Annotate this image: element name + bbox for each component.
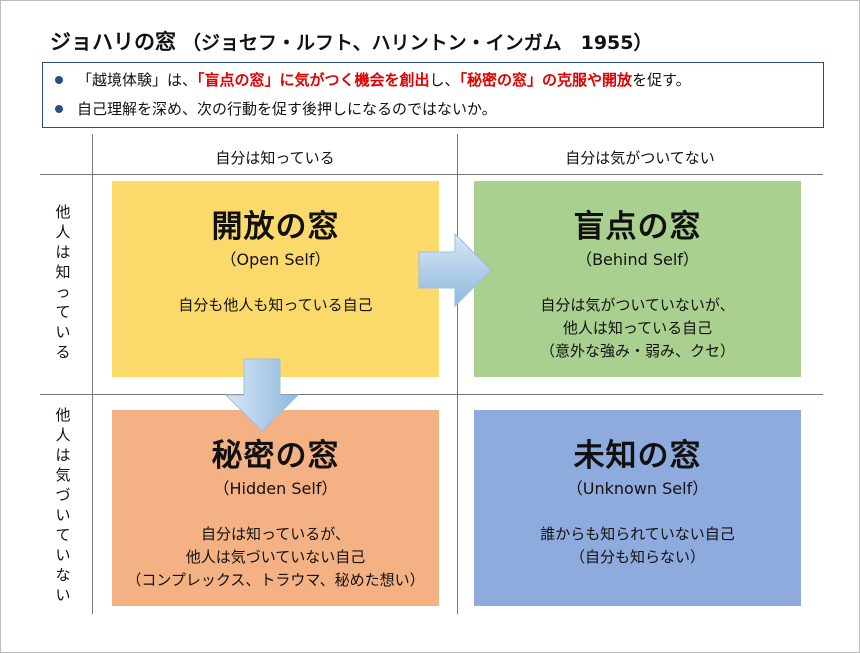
row-header-char: な	[55, 566, 71, 584]
row-header-char: 人	[55, 223, 71, 241]
title-main: ジョハリの窓	[50, 30, 176, 54]
row-header-char: い	[55, 323, 71, 341]
quadrant-hidden-self: 秘密の窓 （Hidden Self） 自分は知っているが、 他人は気づいていない…	[112, 410, 439, 606]
row-header-char: は	[55, 446, 71, 464]
bullet-1-highlight-blind: 「盲点の窓」に気がつく機会を創出	[197, 71, 430, 89]
column-header-self-known: 自分は知っている	[215, 149, 335, 167]
bullet-dot-icon	[55, 104, 63, 113]
description-line: 自分は知っているが、	[201, 525, 350, 543]
description-line: 自分も他人も知っている自己	[178, 296, 373, 314]
quadrant-title: 開放の窓	[211, 209, 340, 245]
row-header-char: 他	[55, 406, 71, 424]
slide-title: ジョハリの窓 （ジョセフ・ルフト、ハリントン・インガム 1955）	[50, 26, 653, 56]
quadrant-description: 誰からも知られていない自己 （自分も知らない）	[474, 523, 801, 569]
arrow-right-icon	[418, 232, 492, 308]
row-header-char: い	[55, 546, 71, 564]
row-header-char: は	[55, 243, 71, 261]
row-header-char: っ	[55, 283, 71, 301]
row-header-char: い	[55, 586, 71, 604]
summary-box: 「越境体験」は、「盲点の窓」に気がつく機会を創出し、「秘密の窓」の克服や開放を促…	[42, 62, 824, 128]
quadrant-unknown-self: 未知の窓 （Unknown Self） 誰からも知られていない自己 （自分も知ら…	[474, 410, 801, 606]
grid-line-middle	[457, 134, 458, 614]
quadrant-blind-self: 盲点の窓 （Behind Self） 自分は気がついていないが、 他人は知ってい…	[474, 181, 801, 377]
bullet-1-part-1: 「越境体験」は、	[77, 71, 198, 89]
quadrant-description: 自分は知っているが、 他人は気づいていない自己 （コンプレックス、トラウマ、秘め…	[112, 523, 439, 592]
bullet-2: 自己理解を深め、次の行動を促す後押しになるのではないか。	[55, 98, 497, 119]
row-header-char: て	[55, 303, 71, 321]
description-line: 誰からも知られていない自己	[540, 525, 735, 543]
description-line: 自分は気がついていないが、	[540, 296, 735, 314]
quadrant-description: 自分も他人も知っている自己	[112, 294, 439, 317]
description-line: （コンプレックス、トラウマ、秘めた想い）	[126, 571, 425, 589]
quadrant-description: 自分は気がついていないが、 他人は知っている自己 （意外な強み・弱み、クセ）	[474, 294, 801, 363]
quadrant-subtitle: （Open Self）	[220, 250, 331, 269]
row-header-char: づ	[55, 486, 71, 504]
bullet-1-highlight-hidden: 「秘密の窓」の克服や開放	[459, 71, 633, 89]
row-header-char: 他	[55, 203, 71, 221]
row-header-char: る	[55, 343, 71, 361]
row-header-char: 人	[55, 426, 71, 444]
title-sub: （ジョセフ・ルフト、ハリントン・インガム 1955）	[182, 32, 653, 54]
quadrant-subtitle: （Hidden Self）	[213, 479, 338, 498]
quadrant-title: 盲点の窓	[573, 209, 702, 245]
quadrant-title: 未知の窓	[573, 438, 702, 474]
description-line: （意外な強み・弱み、クセ）	[539, 342, 735, 360]
row-header-others-know: 他人は知っている	[50, 202, 76, 362]
quadrant-open-self: 開放の窓 （Open Self） 自分も他人も知っている自己	[112, 181, 439, 377]
row-header-others-unaware: 他人は気づいていない	[50, 405, 76, 605]
bullet-dot-icon	[55, 75, 63, 84]
quadrant-title: 秘密の窓	[211, 438, 340, 474]
row-header-char: て	[55, 526, 71, 544]
quadrant-subtitle: （Unknown Self）	[566, 479, 709, 498]
description-line: 他人は知っている自己	[562, 319, 713, 337]
grid-line-middle-row	[40, 394, 823, 395]
row-header-char: 気	[55, 466, 71, 484]
arrow-down-icon	[224, 358, 300, 432]
bullet-1-part-2: し、	[429, 71, 460, 89]
bullet-1-part-3: を促す。	[632, 71, 691, 89]
grid-line-header	[40, 174, 823, 175]
row-header-char: 知	[55, 263, 71, 281]
column-header-self-unaware: 自分は気がついてない	[565, 149, 715, 167]
bullet-1: 「越境体験」は、「盲点の窓」に気がつく機会を創出し、「秘密の窓」の克服や開放を促…	[55, 69, 691, 90]
grid-line-left	[92, 134, 93, 614]
description-line: 他人は気づいていない自己	[185, 548, 366, 566]
quadrant-subtitle: （Behind Self）	[576, 250, 699, 269]
description-line: （自分も知らない）	[569, 548, 705, 566]
bullet-2-text: 自己理解を深め、次の行動を促す後押しになるのではないか。	[77, 100, 497, 118]
row-header-char: い	[55, 506, 71, 524]
